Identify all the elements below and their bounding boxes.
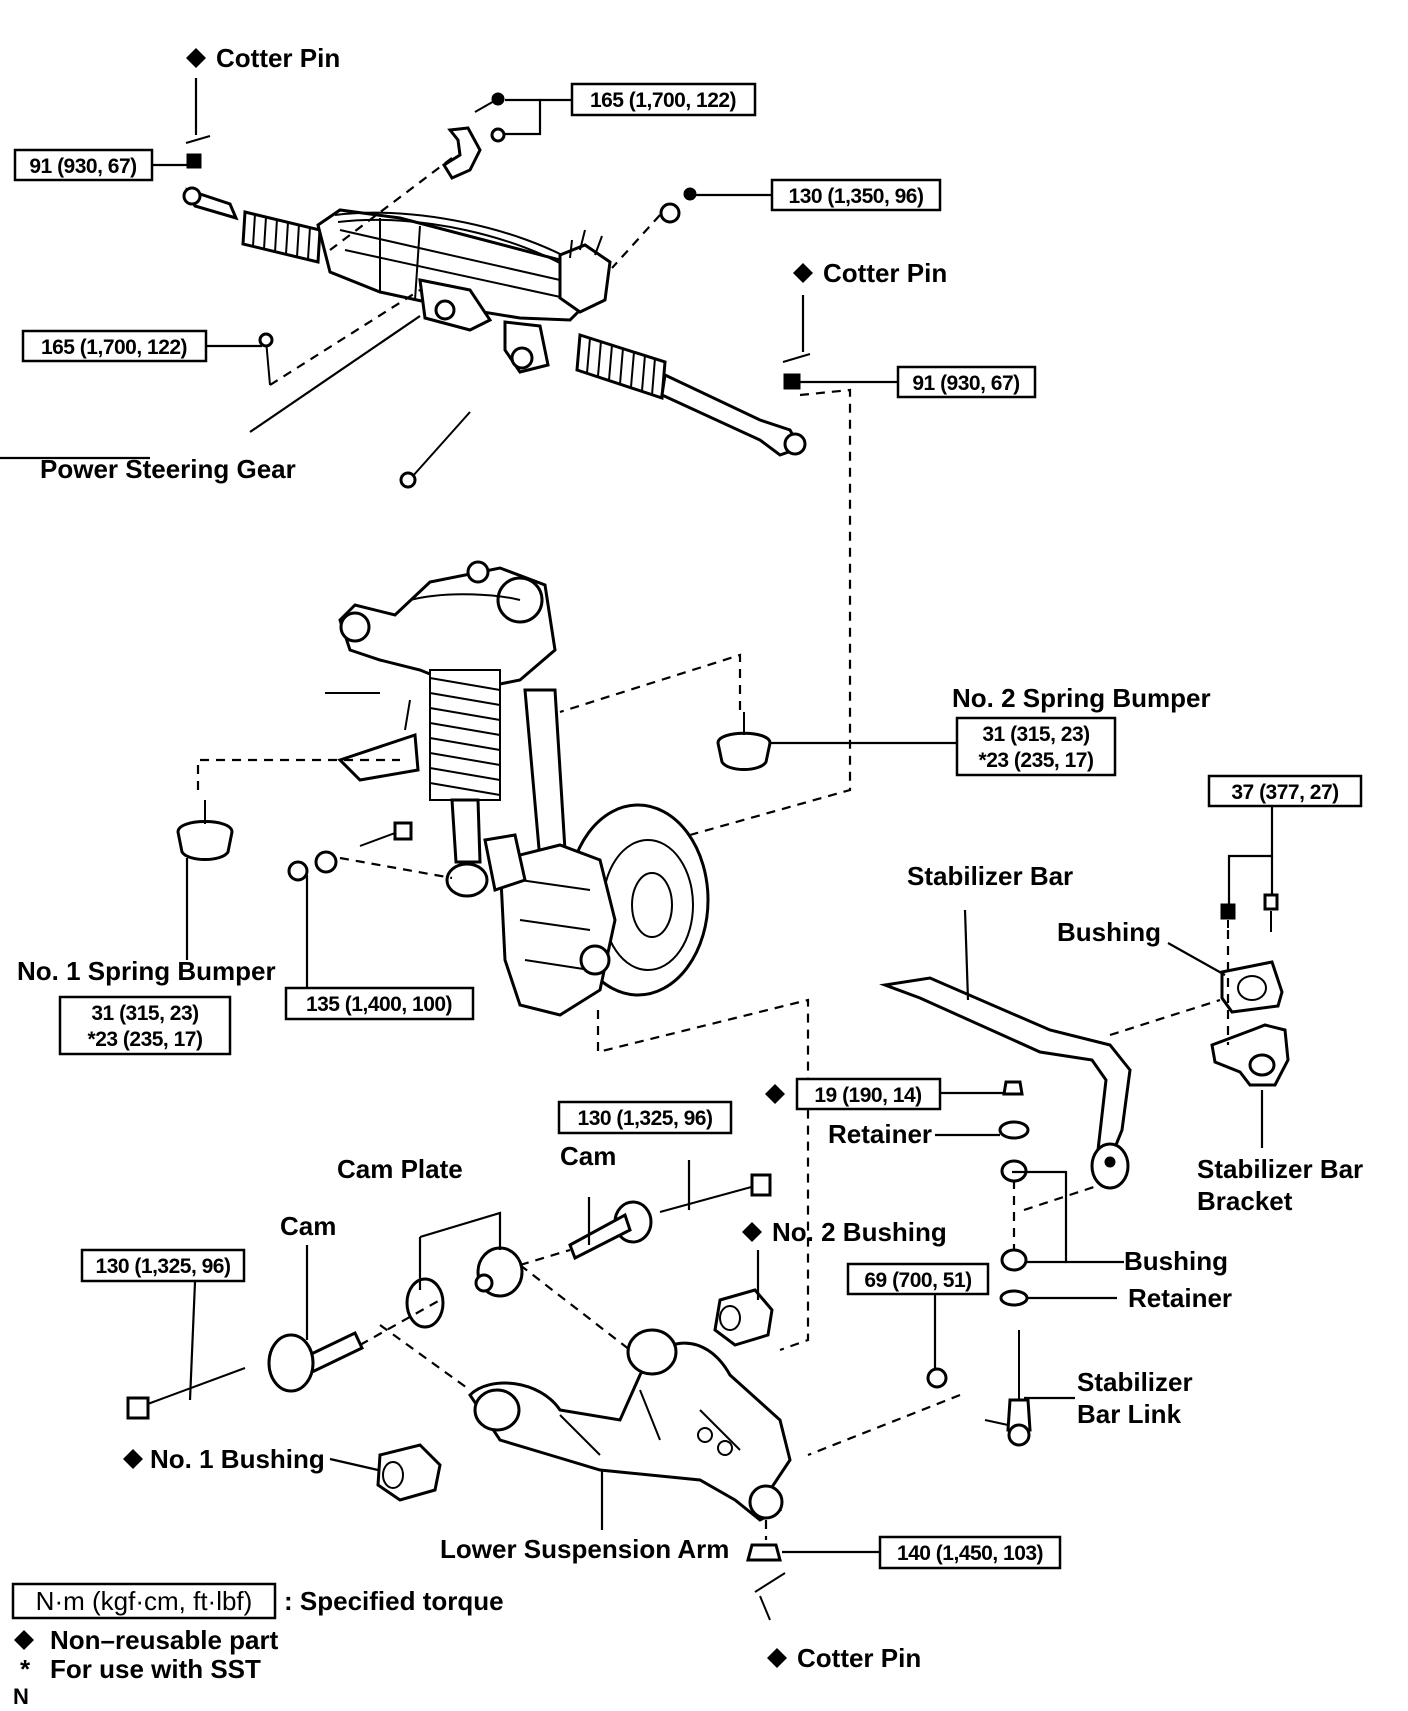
- svg-text:165 (1,700, 122): 165 (1,700, 122): [590, 89, 736, 112]
- label-no2-bushing: No. 2 Bushing: [772, 1217, 947, 1247]
- svg-text:31 (315, 23): 31 (315, 23): [982, 723, 1089, 746]
- legend: N·m (kgf·cm, ft·lbf) : Specified torque …: [11, 1582, 504, 1709]
- no2-spring-bumper-part: [716, 712, 772, 771]
- svg-text:91 (930, 67): 91 (930, 67): [912, 372, 1019, 395]
- legend-unit-text: N·m (kgf·cm, ft·lbf): [36, 1586, 253, 1616]
- torque-box-bracket-bolts: 37 (377, 27): [1207, 774, 1363, 808]
- diamond-icon: [123, 1449, 143, 1469]
- label-cam-left: Cam: [280, 1211, 336, 1241]
- svg-text:130 (1,325, 96): 130 (1,325, 96): [96, 1255, 231, 1278]
- legend-footer-letter: N: [13, 1684, 29, 1706]
- svg-text:19 (190, 14): 19 (190, 14): [814, 1084, 921, 1107]
- torque-box-tie-rod-left: 91 (930, 67): [13, 148, 154, 182]
- svg-text:91 (930, 67): 91 (930, 67): [29, 155, 136, 178]
- label-cam-right: Cam: [560, 1141, 616, 1171]
- label-power-steering-gear: Power Steering Gear: [40, 454, 296, 484]
- legend-sst: For use with SST: [50, 1654, 261, 1684]
- svg-text:37 (377, 27): 37 (377, 27): [1231, 781, 1338, 804]
- shock-bolt-part: [287, 821, 413, 882]
- svg-text:165 (1,700, 122): 165 (1,700, 122): [41, 336, 187, 359]
- legend-sst-mark: *: [20, 1654, 31, 1684]
- svg-text:69 (700, 51): 69 (700, 51): [864, 1269, 971, 1292]
- label-stabilizer-bar-bracket-1: Stabilizer Bar: [1197, 1154, 1363, 1184]
- label-stabilizer-bar-link-1: Stabilizer: [1077, 1367, 1193, 1397]
- label-lower-suspension-arm: Lower Suspension Arm: [440, 1534, 729, 1564]
- label-stabilizer-bar-link-2: Bar Link: [1077, 1399, 1182, 1429]
- ball-joint-hardware: [746, 1543, 786, 1621]
- label-bushing-lower: Bushing: [1124, 1246, 1228, 1276]
- torque-box-stab-link-nut: 19 (190, 14): [795, 1077, 942, 1111]
- torque-box-cam-bolt-right: 130 (1,325, 96): [557, 1100, 733, 1135]
- svg-text:130 (1,325, 96): 130 (1,325, 96): [578, 1107, 713, 1130]
- torque-box-gear-bolt-left: 165 (1,700, 122): [21, 329, 208, 363]
- torque-box-gear-nut-right: 130 (1,350, 96): [770, 178, 942, 212]
- diamond-icon: [186, 48, 206, 68]
- leader-lines: [152, 78, 1274, 1554]
- torque-box-no1-bumper: 31 (315, 23) *23 (235, 17): [58, 995, 232, 1056]
- label-no1-bushing: No. 1 Bushing: [150, 1444, 325, 1474]
- svg-text:*23 (235, 17): *23 (235, 17): [979, 749, 1094, 772]
- legend-unit-box: [11, 1582, 277, 1620]
- svg-text:31 (315, 23): 31 (315, 23): [91, 1002, 198, 1025]
- diamond-icon: [742, 1222, 762, 1242]
- bushing-bracket-part: [1210, 893, 1290, 1087]
- torque-box-no2-bumper: 31 (315, 23) *23 (235, 17): [955, 716, 1117, 777]
- svg-text:*23 (235, 17): *23 (235, 17): [88, 1028, 203, 1051]
- label-stabilizer-bar: Stabilizer Bar: [907, 861, 1073, 891]
- lower-suspension-arm-part: [468, 1328, 792, 1522]
- label-cam-plate: Cam Plate: [337, 1154, 463, 1184]
- no1-spring-bumper-part: [176, 800, 234, 861]
- stabilizer-bar-part: [879, 976, 1132, 1190]
- svg-text:135 (1,400, 100): 135 (1,400, 100): [306, 993, 452, 1016]
- label-no2-spring-bumper: No. 2 Spring Bumper: [952, 683, 1211, 713]
- torque-box-gear-bracket-top: 165 (1,700, 122): [570, 82, 757, 117]
- label-no1-spring-bumper: No. 1 Spring Bumper: [17, 956, 276, 986]
- diamond-icon: [14, 1630, 34, 1650]
- legend-nonreusable: Non–reusable part: [50, 1625, 279, 1655]
- diamond-icon: [765, 1084, 785, 1104]
- label-bushing-upper: Bushing: [1057, 917, 1161, 947]
- torque-box-stab-link-lower: 69 (700, 51): [846, 1262, 990, 1296]
- label-retainer-lower: Retainer: [1128, 1283, 1232, 1313]
- label-cotter-pin-bottom: Cotter Pin: [797, 1643, 921, 1673]
- label-cotter-pin-mid: Cotter Pin: [823, 258, 947, 288]
- stabilizer-link-stack: [926, 1080, 1032, 1447]
- svg-text:140 (1,450, 103): 140 (1,450, 103): [897, 1542, 1043, 1565]
- label-retainer-upper: Retainer: [828, 1119, 932, 1149]
- svg-text:130 (1,350, 96): 130 (1,350, 96): [789, 185, 924, 208]
- torque-box-cam-bolt-left: 130 (1,325, 96): [80, 1248, 246, 1283]
- label-cotter-pin-top: Cotter Pin: [216, 43, 340, 73]
- torque-box-tie-rod-right: 91 (930, 67): [896, 365, 1037, 399]
- diamond-icon: [767, 1648, 787, 1668]
- label-stabilizer-bar-bracket-2: Bracket: [1197, 1186, 1293, 1216]
- diamond-icon: [793, 263, 813, 283]
- strut-knuckle-drawing: [325, 560, 710, 1017]
- power-steering-gear-drawing: [0, 92, 811, 489]
- torque-box-ball-joint-nut: 140 (1,450, 103): [878, 1535, 1062, 1570]
- torque-box-shock-bolt: 135 (1,400, 100): [284, 986, 475, 1021]
- legend-unit-desc: : Specified torque: [284, 1586, 504, 1616]
